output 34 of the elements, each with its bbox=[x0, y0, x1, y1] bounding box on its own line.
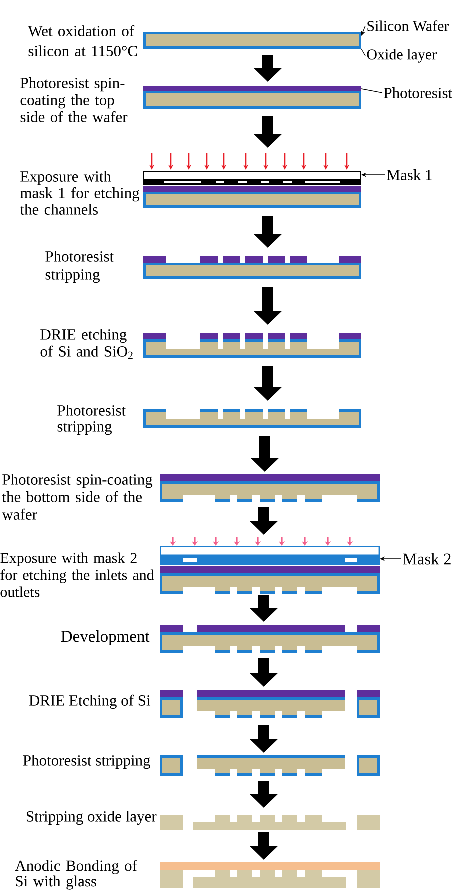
step-caption: Exposure with mask 1 for etching the channels bbox=[20, 171, 140, 215]
wafer-drawing bbox=[160, 474, 380, 502]
callout-label: Mask 2 bbox=[403, 553, 451, 565]
wafer-drawing bbox=[160, 755, 380, 776]
step-caption: Photoresist stripping bbox=[46, 250, 114, 284]
step-caption: DRIE Etching of Si bbox=[29, 694, 151, 710]
step-caption: Wet oxidation of silicon at 1150°C bbox=[28, 25, 138, 57]
wafer-drawing bbox=[144, 256, 362, 279]
wafer-drawing bbox=[160, 815, 380, 830]
step-caption: Photoresist spin-coating the bottom side of the wafer bbox=[2, 474, 153, 520]
callout-label: Mask 1 bbox=[387, 170, 432, 180]
wafer-drawing bbox=[144, 32, 362, 49]
step-caption: DRIE etching of Si and SiO$_{2}$ bbox=[40, 329, 133, 359]
leader-arrow bbox=[361, 26, 366, 36]
step-caption: Stripping oxide layer bbox=[26, 810, 157, 826]
step-caption: Photoresist stripping bbox=[58, 404, 126, 436]
step-caption: Photoresist spin-coating the top side of the wafer bbox=[20, 78, 128, 122]
wafer-drawing bbox=[160, 625, 380, 653]
callout-label: Photoresist bbox=[384, 88, 452, 98]
wafer-drawing bbox=[160, 690, 380, 718]
step-caption: Anodic Bonding of Si with glass bbox=[15, 860, 138, 890]
leader-line bbox=[361, 88, 383, 94]
leader-line bbox=[361, 48, 366, 56]
mask-exposure-drawing bbox=[144, 153, 362, 208]
bonded-wafer-drawing bbox=[160, 862, 380, 888]
step-caption: Exposure with mask 2 for etching the inlets and outlets bbox=[0, 552, 154, 598]
callout-label: Silicon Wafer bbox=[368, 20, 450, 32]
wafer-drawing bbox=[144, 409, 362, 428]
step-caption: Photoresist stripping bbox=[23, 754, 150, 770]
callout-label: Oxide layer bbox=[367, 49, 437, 63]
mask-exposure-drawing bbox=[160, 538, 380, 594]
step-caption: Development bbox=[61, 630, 150, 646]
wafer-drawing bbox=[144, 86, 362, 109]
wafer-drawing bbox=[144, 333, 362, 358]
